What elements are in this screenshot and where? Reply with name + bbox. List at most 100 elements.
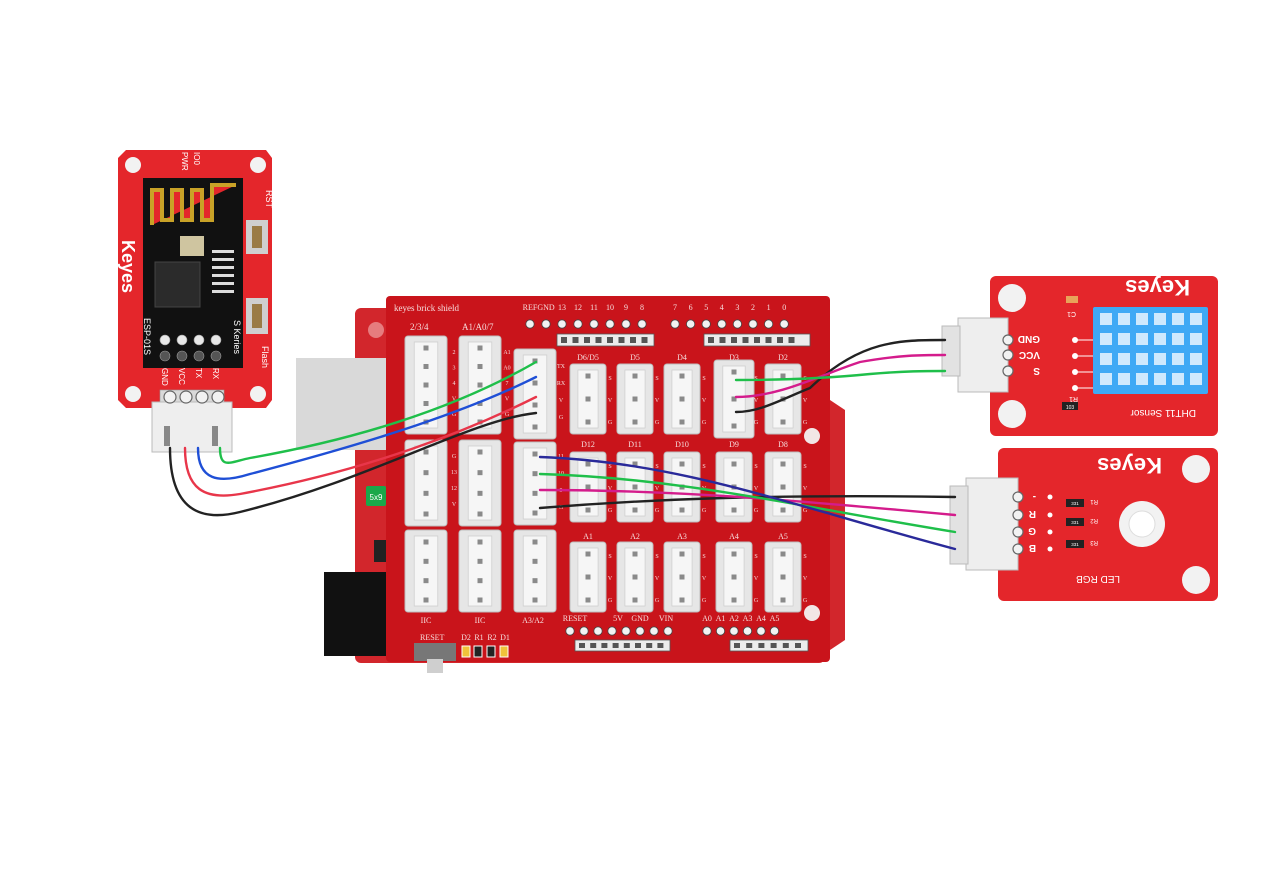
- grill-cell: [1190, 373, 1202, 385]
- side-mark: S: [655, 554, 658, 560]
- wire-green-rx: [218, 360, 538, 464]
- header-socket: [635, 643, 641, 648]
- connector-pin: [423, 597, 429, 603]
- connector-block: [513, 348, 557, 440]
- connector-pin: [679, 507, 685, 513]
- dht-c1: C1: [1067, 310, 1076, 317]
- rgb-connector: [965, 477, 1019, 571]
- header-socket: [618, 337, 625, 343]
- connector-pin: [532, 471, 538, 477]
- connector-pin: [731, 396, 737, 402]
- rgb-resistor: [1066, 540, 1084, 548]
- connector-pin: [585, 396, 591, 402]
- led-label: D1: [500, 633, 510, 642]
- rgb-pin-label: G: [1028, 525, 1036, 536]
- wire-magenta-dht-vcc: [734, 353, 947, 399]
- side-mark: G: [754, 508, 759, 514]
- pin-label: G: [452, 412, 457, 418]
- header-label: 1: [767, 303, 771, 312]
- side-mark: V: [655, 576, 660, 582]
- header-socket: [584, 337, 590, 343]
- iic-label: IIC: [421, 616, 432, 625]
- grill-cell: [1118, 353, 1130, 365]
- header-pin: [701, 319, 711, 329]
- connector-pin: [477, 558, 483, 564]
- mount-hole: [1182, 455, 1210, 483]
- mount-hole: [804, 428, 820, 444]
- connector-pin: [731, 461, 737, 467]
- header-pin: [717, 319, 727, 329]
- connector-pin: [679, 373, 685, 379]
- side-mark: V: [655, 486, 660, 492]
- side-mark: G: [702, 508, 707, 514]
- side-mark: G: [702, 598, 707, 604]
- wire-blue-tx: [196, 375, 538, 481]
- header-label: A4: [756, 614, 766, 623]
- side-mark: V: [803, 398, 808, 404]
- header-socket: [579, 643, 585, 648]
- connector-pin: [423, 490, 429, 496]
- column-label: A4: [729, 532, 739, 541]
- resistor-label: R2: [1090, 517, 1098, 523]
- pin-label: G: [559, 415, 564, 421]
- header-pin: [649, 626, 659, 636]
- column-label: A3: [677, 532, 687, 541]
- connector-pin: [532, 424, 538, 430]
- header-pin: [525, 319, 535, 329]
- resistor-label: R1: [1090, 498, 1098, 504]
- connector-block: [715, 541, 753, 613]
- side-mark: V: [702, 398, 707, 404]
- grill-cell: [1100, 373, 1112, 385]
- pin-label: 3: [453, 366, 456, 372]
- grill-cell: [1154, 313, 1166, 325]
- header-pin: [541, 319, 551, 329]
- connector-pin: [585, 597, 591, 603]
- connector-block: [458, 439, 502, 527]
- side-mark: G: [702, 420, 707, 426]
- header-label: 4: [720, 303, 724, 312]
- connector-pin: [477, 470, 483, 476]
- reset-button[interactable]: [414, 643, 456, 661]
- header-label: 6: [689, 303, 693, 312]
- iic-label: IIC: [475, 616, 486, 625]
- header-pin: [635, 626, 645, 636]
- connector-pin: [423, 511, 429, 517]
- side-mark: G: [655, 420, 660, 426]
- side-mark: V: [754, 398, 759, 404]
- reset-label: RESET: [420, 633, 445, 642]
- connector-pin: [477, 539, 483, 545]
- rgb-name: LED RGB: [1076, 573, 1120, 584]
- grill-cell: [1136, 373, 1148, 385]
- header-label: 12: [574, 303, 582, 312]
- header-pin: [685, 319, 696, 329]
- connector-pin: [423, 449, 429, 455]
- connector-block: [513, 441, 557, 526]
- header-label: 3: [735, 303, 739, 312]
- esp-model: ESP-01S: [142, 318, 152, 355]
- connector-block: [569, 541, 607, 613]
- connector-pin: [632, 551, 638, 557]
- connector-block: [616, 451, 654, 523]
- group-label-left: 2/3/4: [410, 322, 429, 332]
- esp-series: S Keries: [232, 320, 242, 355]
- header-label: 10: [606, 303, 614, 312]
- header-socket: [731, 337, 737, 343]
- header-pin: [702, 626, 712, 636]
- status-led: [461, 645, 471, 658]
- side-mark: V: [803, 486, 808, 492]
- connector-block: [404, 335, 448, 435]
- header-label: 5V: [613, 614, 623, 623]
- header-socket: [595, 337, 602, 343]
- header-label: RESET: [563, 614, 588, 623]
- header-label: REF: [523, 303, 538, 312]
- connector-pin: [477, 449, 483, 455]
- connector-pin: [679, 597, 685, 603]
- resistor-code: 331: [1071, 501, 1079, 506]
- side-mark: V: [608, 486, 613, 492]
- side-mark: V: [803, 576, 808, 582]
- grill-cell: [1136, 353, 1148, 365]
- column-label: D2: [778, 353, 788, 362]
- header-label: A5: [770, 614, 780, 623]
- mount-hole: [125, 386, 141, 402]
